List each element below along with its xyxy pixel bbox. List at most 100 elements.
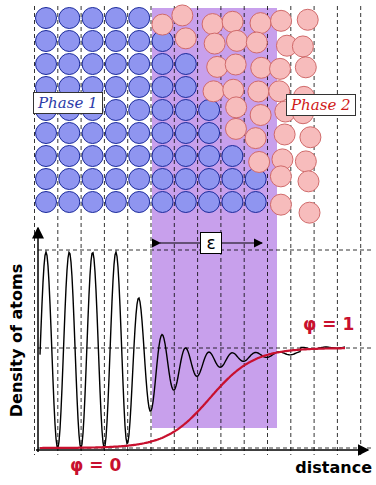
phase-box: Phase 1	[33, 92, 103, 114]
phase1-atom	[105, 192, 126, 213]
phase1-atom	[59, 169, 80, 190]
grid-line	[34, 6, 35, 455]
phase1-atom	[222, 192, 243, 213]
phase2-atom	[226, 30, 247, 51]
phase1-atom	[105, 123, 126, 144]
phase1-atom	[175, 123, 196, 144]
phase2-atom	[295, 57, 316, 78]
phase2-atom	[297, 9, 318, 30]
phase1-atom	[175, 146, 196, 167]
phase2-atom	[292, 36, 313, 57]
phase2-atom	[274, 124, 295, 145]
phase1-atom	[59, 54, 80, 75]
phase2-atom	[299, 202, 320, 223]
phase1-atom	[82, 31, 103, 52]
axis-title: Density of atoms	[8, 263, 27, 416]
density-curve	[40, 252, 345, 448]
phase1-atom	[152, 146, 173, 167]
phase2-atom	[225, 118, 246, 139]
phase1-atom	[222, 146, 243, 167]
phase1-atom	[36, 123, 57, 144]
y-axis	[37, 228, 39, 452]
phase1-atom	[152, 54, 173, 75]
phase1-atom	[82, 146, 103, 167]
grid-line	[244, 6, 245, 455]
phase1-atom	[36, 146, 57, 167]
phase-box: Phase 2	[286, 94, 356, 116]
phase2-atom	[152, 14, 173, 35]
phase1-atom	[152, 192, 173, 213]
phase1-atom	[59, 146, 80, 167]
phase1-atom	[199, 192, 220, 213]
phase1-atom	[129, 146, 150, 167]
phase2-atom	[246, 32, 267, 53]
grid-line	[197, 6, 198, 455]
dashed-grid	[35, 6, 373, 455]
phase1-atom	[129, 123, 150, 144]
phase-value: φ = 0	[70, 455, 121, 475]
phase2-atom	[270, 194, 291, 215]
phase1-atom	[152, 169, 173, 190]
phase1-atom	[105, 100, 126, 121]
grid-line	[174, 6, 175, 455]
phase2-atom	[172, 5, 193, 26]
atoms	[36, 5, 321, 223]
phase1-atom	[175, 192, 196, 213]
phase2-atom	[300, 127, 321, 148]
phase2-atom	[250, 105, 271, 126]
density-plot	[40, 252, 345, 448]
phase2-atom	[249, 151, 270, 172]
grid-line	[104, 6, 105, 455]
phase1-atom	[152, 100, 173, 121]
phase1-atom	[175, 169, 196, 190]
phase2-atom	[175, 28, 196, 49]
phase1-atom	[129, 54, 150, 75]
phase2-atom	[204, 33, 225, 54]
phase1-atom	[199, 100, 220, 121]
phase-label: Phase 2	[291, 96, 351, 114]
phase1-atom	[175, 100, 196, 121]
phase2-atom	[270, 58, 291, 79]
phase1-atom	[82, 169, 103, 190]
phase1-atom	[59, 123, 80, 144]
grid-line	[127, 6, 128, 455]
phase1-atom	[105, 146, 126, 167]
phase2-atom	[270, 166, 291, 187]
phase2-atom	[202, 14, 223, 35]
phase2-atom	[251, 57, 272, 78]
phase1-atom	[199, 123, 220, 144]
phase2-atom	[203, 81, 224, 102]
phase-field-curve	[40, 348, 345, 448]
phase1-atom	[36, 54, 57, 75]
grid-line	[290, 6, 291, 455]
phase1-atom	[129, 192, 150, 213]
phase2-atom	[250, 13, 271, 34]
phase1-atom	[105, 54, 126, 75]
phase1-atom	[152, 77, 173, 98]
phase2-atom	[298, 171, 319, 192]
phase1-atom	[36, 8, 57, 29]
phase1-atom	[129, 8, 150, 29]
phase1-atom	[129, 31, 150, 52]
phase2-atom	[271, 10, 292, 31]
grid-line	[81, 6, 82, 455]
phase1-atom	[222, 169, 243, 190]
phase-label: Phase 1	[38, 94, 98, 112]
phase2-atom	[207, 56, 228, 77]
phase1-atom	[129, 100, 150, 121]
phase1-atom	[199, 169, 220, 190]
x-axis	[36, 449, 368, 451]
phase1-atom	[105, 31, 126, 52]
phase1-atom	[152, 123, 173, 144]
phase1-atom	[105, 8, 126, 29]
phase2-atom	[226, 97, 247, 118]
phase2-atom	[295, 151, 316, 172]
phase1-atom	[129, 77, 150, 98]
grid-line	[337, 6, 338, 455]
phase-value: φ = 1	[303, 314, 354, 334]
phase2-atom	[222, 11, 243, 32]
phase1-atom	[105, 77, 126, 98]
phase1-atom	[82, 123, 103, 144]
phase2-atom	[225, 54, 246, 75]
